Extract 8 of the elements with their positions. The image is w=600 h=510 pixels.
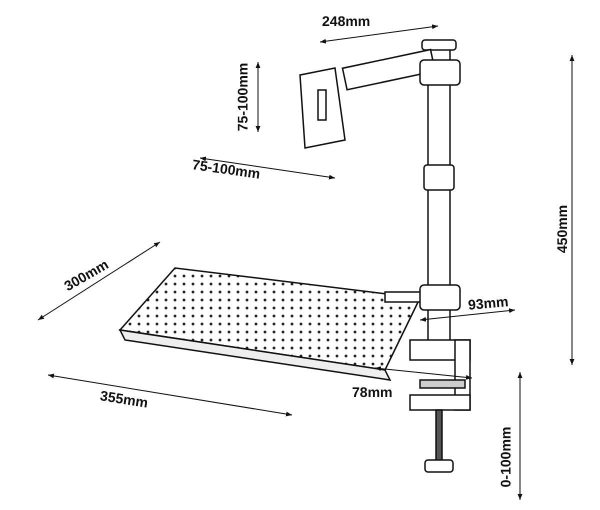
dimension-label: 78mm <box>352 385 392 399</box>
dimension-label: 355mm <box>99 388 150 410</box>
dimension-label: 75-100mm <box>235 62 250 132</box>
dimension-label: 450mm <box>555 204 570 254</box>
dimension-label: 93mm <box>467 294 509 312</box>
dimension-label: 248mm <box>322 14 370 28</box>
dimension-label: 0-100mm <box>498 426 512 488</box>
dimension-label: 75-100mm <box>191 157 262 181</box>
